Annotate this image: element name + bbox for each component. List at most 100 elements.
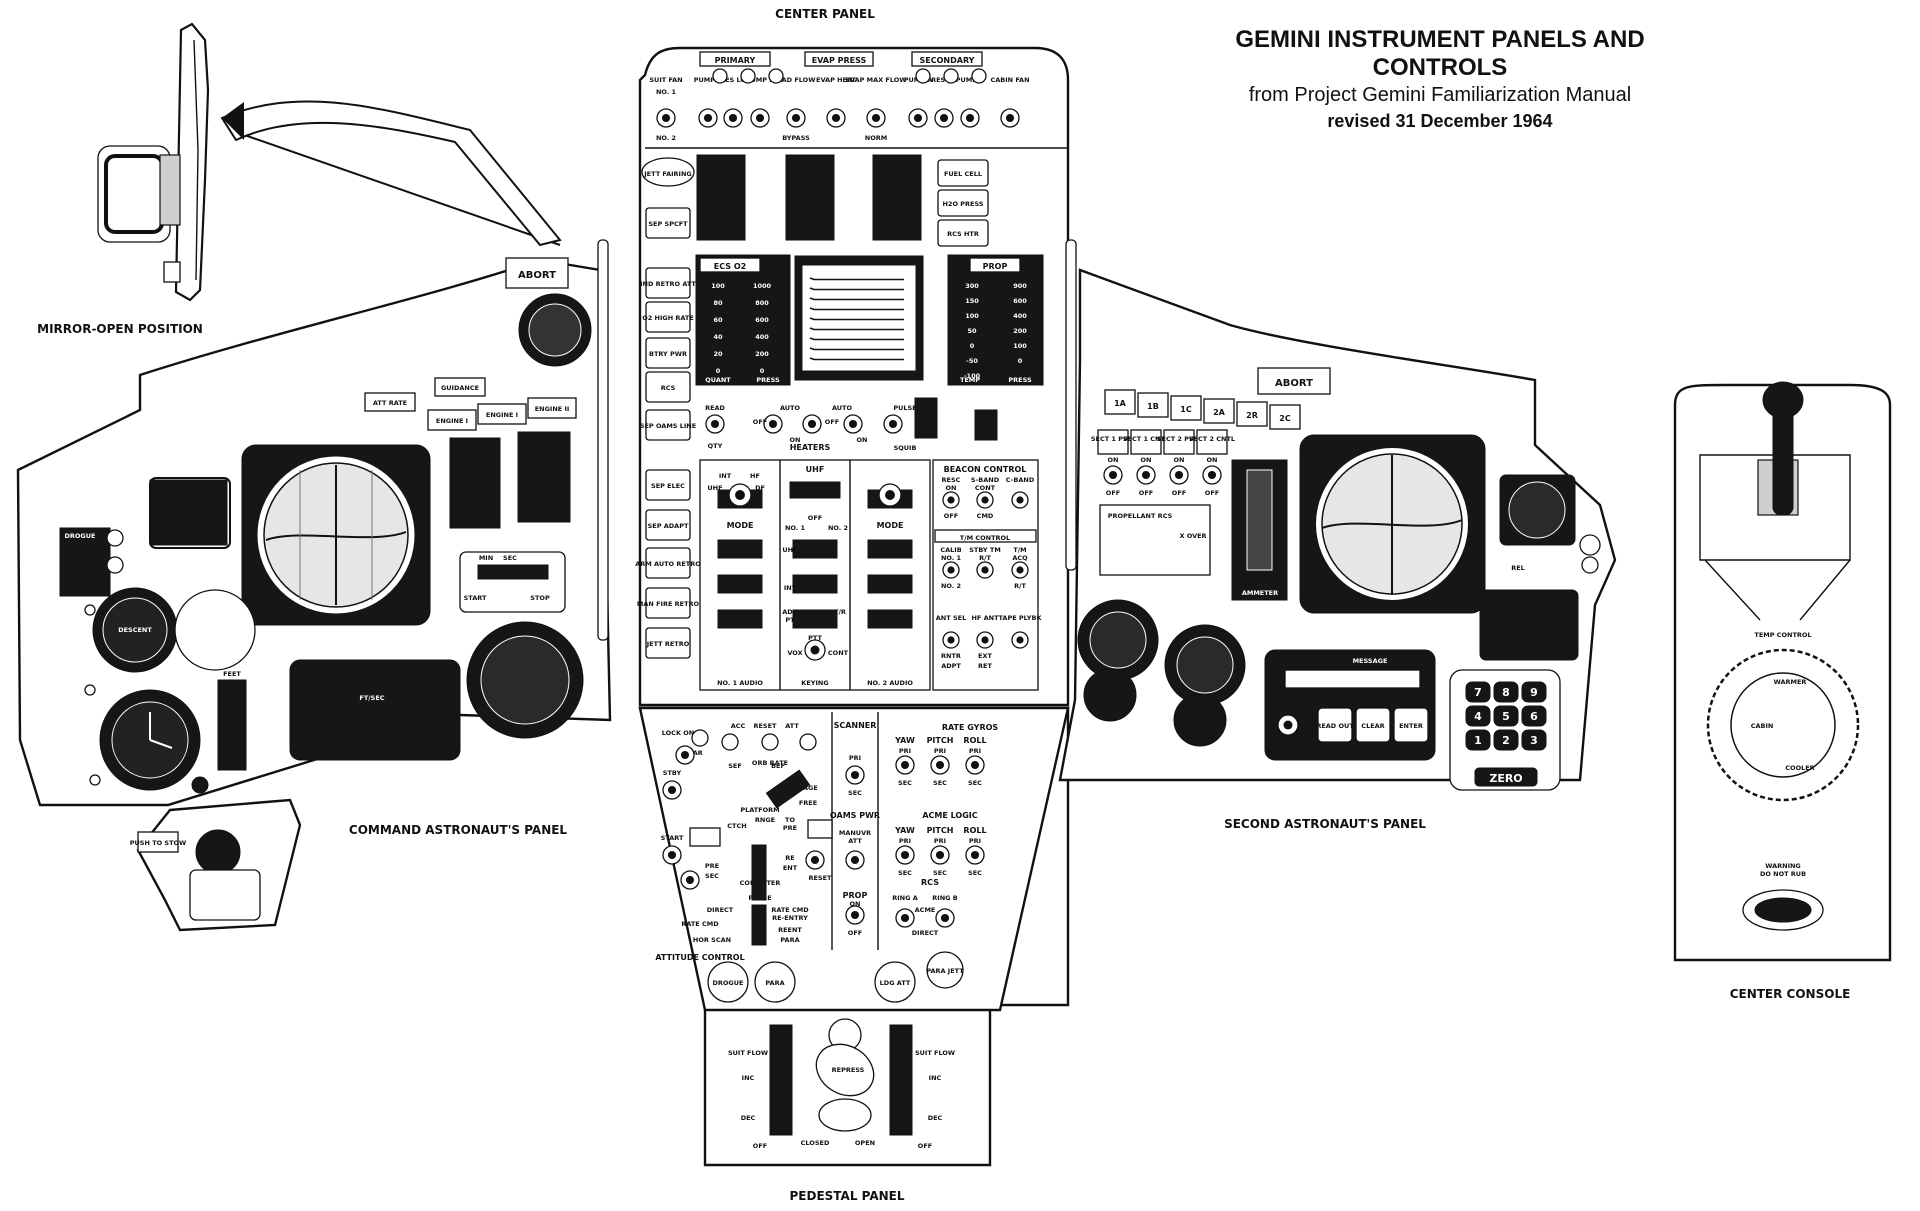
temp-control-dial[interactable]: WARMER CABIN COOLER <box>1706 648 1860 802</box>
heater-switch[interactable] <box>843 414 863 434</box>
center-side-button[interactable]: BTRY PWR <box>645 337 691 369</box>
center-side-button[interactable]: JETT RETRO <box>645 627 691 659</box>
command-hand-controller[interactable] <box>195 829 241 875</box>
comm-volume-wheel[interactable] <box>792 539 838 559</box>
comm-volume-wheel[interactable] <box>717 539 763 559</box>
gyro-switch[interactable] <box>965 755 985 775</box>
beacon-switch[interactable] <box>942 631 960 649</box>
prop-switch[interactable] <box>845 905 865 925</box>
pedestal-switch[interactable] <box>805 850 825 870</box>
heater-switch[interactable] <box>705 414 725 434</box>
suit-flow-lever-right[interactable] <box>889 1024 913 1136</box>
heater-switch[interactable] <box>763 414 783 434</box>
sect-switch[interactable] <box>1202 465 1222 485</box>
center-side-button[interactable]: SEP ADAPT <box>645 509 691 541</box>
center-right-button[interactable]: RCS HTR <box>937 219 989 247</box>
comm-volume-wheel[interactable] <box>792 609 838 629</box>
coolant-switch[interactable] <box>1000 108 1020 128</box>
repress-valve[interactable]: REPRESS <box>807 1018 883 1132</box>
beacon-switch[interactable] <box>942 561 960 579</box>
comm-volume-wheel[interactable] <box>717 574 763 594</box>
keypad-key[interactable]: 1 <box>1465 729 1491 751</box>
para-jett-button[interactable] <box>926 951 964 989</box>
select-knob[interactable] <box>1173 693 1227 747</box>
comm-selector[interactable] <box>728 483 752 507</box>
oams-pwr-switch[interactable] <box>845 850 865 870</box>
coolant-switch[interactable] <box>786 108 806 128</box>
gyro-switch[interactable] <box>895 755 915 775</box>
coolant-switch[interactable] <box>656 108 676 128</box>
sect-switch[interactable] <box>1103 465 1123 485</box>
beacon-switch[interactable] <box>942 491 960 509</box>
coolant-switch[interactable] <box>826 108 846 128</box>
keypad-key[interactable]: 8 <box>1493 681 1519 703</box>
mode-button[interactable]: 1B <box>1137 392 1169 418</box>
center-right-button[interactable]: H2O PRESS <box>937 189 989 217</box>
mdiu-key[interactable]: CLEAR <box>1355 707 1391 743</box>
mdiu-key[interactable]: ENTER <box>1393 707 1429 743</box>
attitude-switch[interactable] <box>751 904 767 946</box>
center-side-button[interactable]: IND RETRO ATT <box>640 267 696 299</box>
coolant-switch[interactable] <box>866 108 886 128</box>
computer-switch[interactable] <box>751 844 767 901</box>
pedestal-switch[interactable] <box>662 845 682 865</box>
center-side-button[interactable]: RCS <box>645 371 691 403</box>
center-side-button[interactable]: MAN FIRE RETRO <box>637 587 700 619</box>
ring-b-switch[interactable] <box>935 908 955 928</box>
para-button[interactable] <box>754 961 796 1003</box>
coolant-switch[interactable] <box>960 108 980 128</box>
beacon-switch[interactable] <box>1011 631 1029 649</box>
keypad-key[interactable]: 6 <box>1521 705 1547 727</box>
gyro-switch[interactable] <box>930 845 950 865</box>
keypad-key[interactable]: 2 <box>1493 729 1519 751</box>
comm-volume-wheel[interactable] <box>867 609 913 629</box>
comm-volume-wheel[interactable] <box>867 574 913 594</box>
mdiu-power-switch[interactable] <box>1277 714 1299 736</box>
zero-key[interactable] <box>1474 767 1538 787</box>
mdiu-key[interactable]: READ OUT <box>1316 707 1354 743</box>
keypad-key[interactable]: 9 <box>1521 681 1547 703</box>
mode-button[interactable]: 1C <box>1170 395 1202 421</box>
beacon-switch[interactable] <box>1011 491 1029 509</box>
malf-button[interactable] <box>807 819 833 839</box>
sect-switch[interactable] <box>1169 465 1189 485</box>
suit-flow-lever-left[interactable] <box>769 1024 793 1136</box>
comm-volume-wheel[interactable] <box>717 609 763 629</box>
coolant-switch[interactable] <box>723 108 743 128</box>
beacon-switch[interactable] <box>976 491 994 509</box>
comm-volume-wheel[interactable] <box>867 539 913 559</box>
sect-switch[interactable] <box>1136 465 1156 485</box>
beacon-switch[interactable] <box>976 561 994 579</box>
gyro-switch[interactable] <box>965 845 985 865</box>
keypad-key[interactable]: 4 <box>1465 705 1491 727</box>
keypad-key[interactable]: 7 <box>1465 681 1491 703</box>
pedestal-switch[interactable] <box>680 870 700 890</box>
center-side-button[interactable]: JETT FAIRING <box>641 157 695 187</box>
heater-switch[interactable] <box>802 414 822 434</box>
center-side-button[interactable]: SEP SPCFT <box>645 207 691 239</box>
center-right-button[interactable]: FUEL CELL <box>937 159 989 187</box>
ring-a-switch[interactable] <box>895 908 915 928</box>
keypad-key[interactable]: 3 <box>1521 729 1547 751</box>
coolant-switch[interactable] <box>698 108 718 128</box>
comm-volume-wheel[interactable] <box>792 574 838 594</box>
mode-button[interactable]: 1A <box>1104 389 1136 415</box>
platform-switch[interactable] <box>765 769 811 809</box>
oams-switch[interactable] <box>974 409 998 441</box>
squib-switch[interactable] <box>914 397 938 439</box>
pedestal-switch[interactable] <box>675 745 695 765</box>
ldg-att-button[interactable] <box>874 961 916 1003</box>
heater-switch[interactable] <box>883 414 903 434</box>
center-side-button[interactable]: ARM AUTO RETRO <box>635 547 701 579</box>
beacon-switch[interactable] <box>976 631 994 649</box>
comm-selector[interactable] <box>878 483 902 507</box>
comp-button[interactable] <box>689 827 721 847</box>
beacon-switch[interactable] <box>1011 561 1029 579</box>
coolant-switch[interactable] <box>750 108 770 128</box>
scanner-switch[interactable] <box>845 765 865 785</box>
push-to-stow-button[interactable] <box>137 831 179 853</box>
mode-button[interactable]: 2A <box>1203 398 1235 424</box>
drogue-button[interactable] <box>707 961 749 1003</box>
center-side-button[interactable]: SEP OAMS LINE <box>640 409 696 441</box>
mode-button[interactable]: 2C <box>1269 404 1301 430</box>
